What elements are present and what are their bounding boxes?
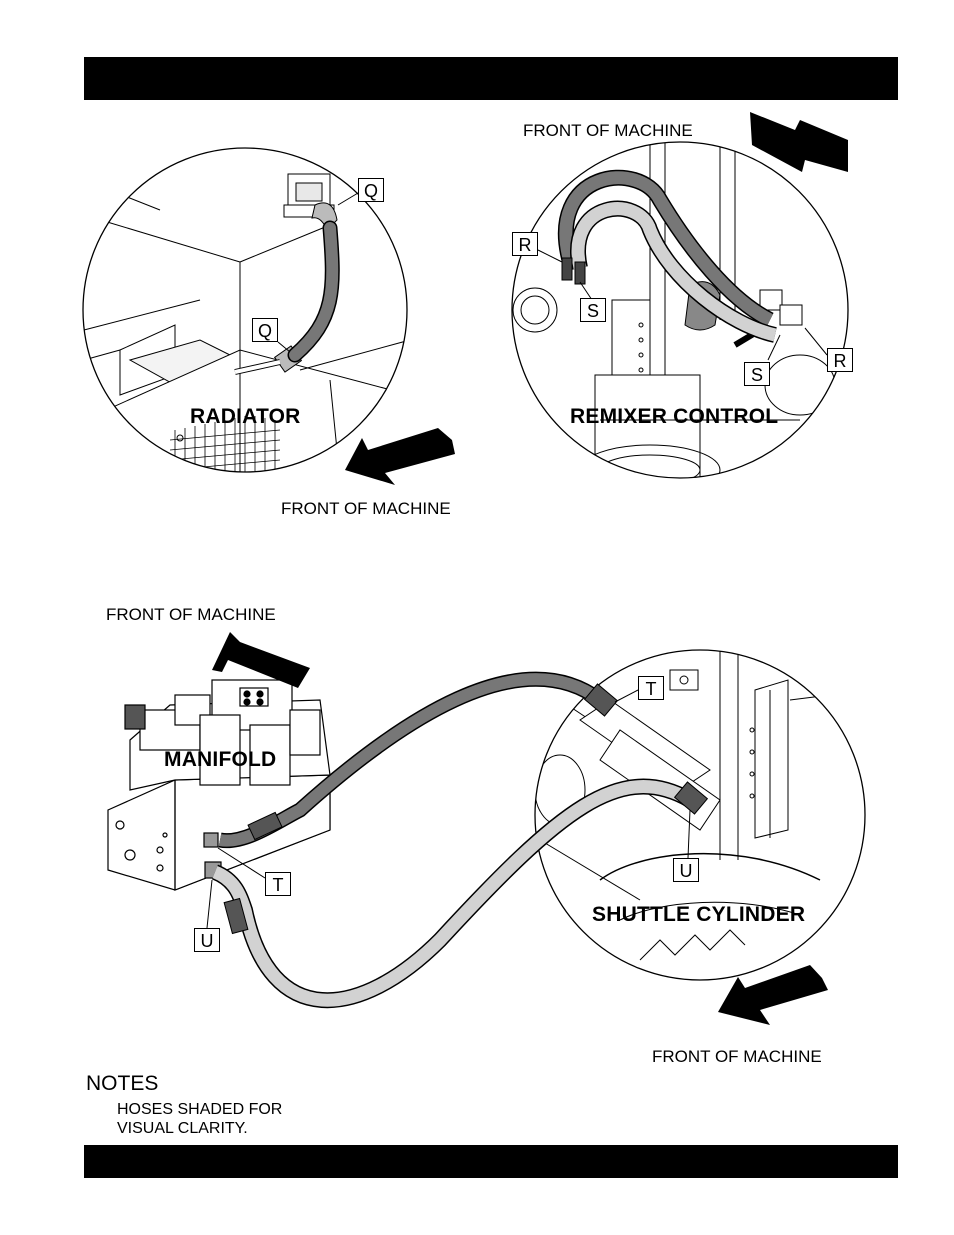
shuttle-front-label: FRONT OF MACHINE (652, 1048, 822, 1065)
callout-q-bottom: Q (252, 318, 278, 342)
remixer-label: REMIXER CONTROL (570, 406, 778, 427)
remixer-detail (512, 112, 848, 495)
shuttle-front-arrow (718, 965, 828, 1025)
remixer-front-label: FRONT OF MACHINE (523, 122, 693, 139)
radiator-front-label: FRONT OF MACHINE (281, 500, 451, 517)
callout-s-right: S (744, 362, 770, 386)
radiator-front-arrow (345, 428, 455, 485)
remixer-front-arrow (750, 112, 848, 172)
manifold-block (108, 680, 330, 890)
callout-t-manifold: T (265, 872, 291, 896)
notes-line-2: VISUAL CLARITY. (117, 1121, 248, 1137)
callout-t-shuttle: T (638, 676, 664, 700)
manifold-label: MANIFOLD (164, 749, 276, 770)
callout-q-top: Q (358, 178, 384, 202)
notes-title: NOTES (86, 1073, 158, 1094)
footer-bar (84, 1145, 898, 1178)
callout-r-left: R (512, 232, 538, 256)
notes-line-1: HOSES SHADED FOR (117, 1102, 282, 1118)
shuttle-label: SHUTTLE CYLINDER (592, 904, 805, 925)
manifold-front-label: FRONT OF MACHINE (106, 606, 276, 623)
callout-r-right: R (827, 348, 853, 372)
callout-u-shuttle: U (673, 858, 699, 882)
callout-u-manifold: U (194, 928, 220, 952)
callout-s-left: S (580, 298, 606, 322)
radiator-label: RADIATOR (190, 406, 301, 427)
